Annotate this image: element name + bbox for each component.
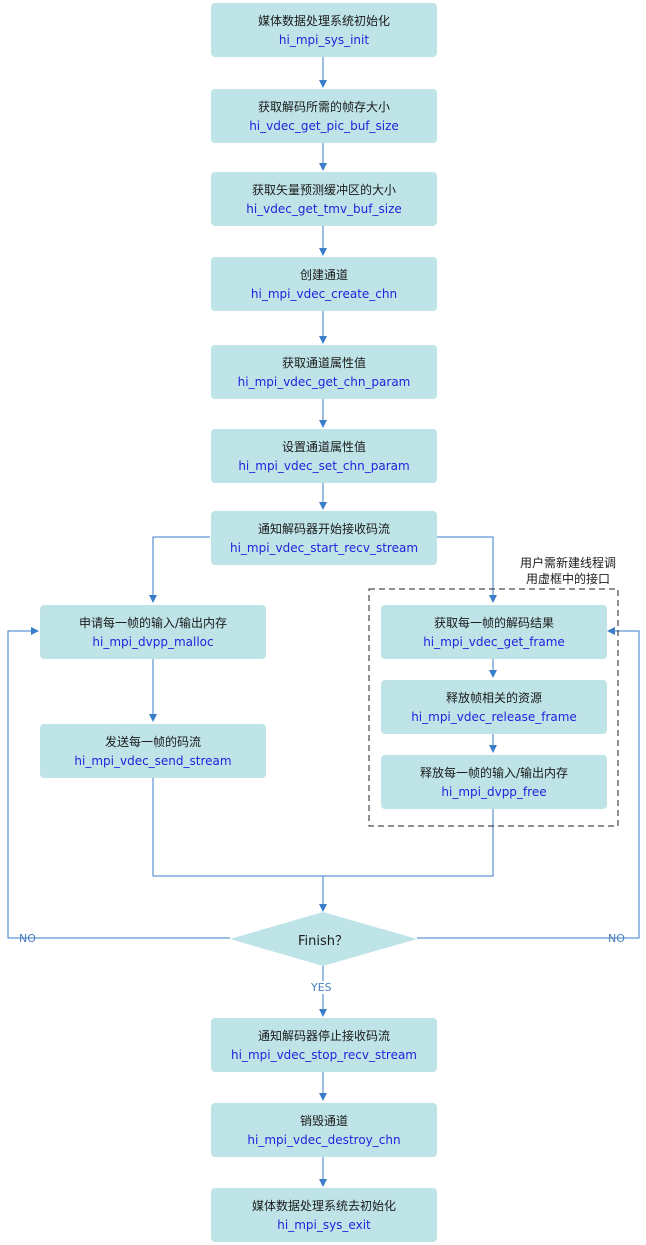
step-sys-exit-cn: 媒体数据处理系统去初始化	[251, 1198, 396, 1213]
arrow-start-to-malloc	[149, 536, 210, 603]
arrow-no-left-loop	[7, 627, 230, 939]
arrow-start-to-getframe	[437, 536, 497, 603]
step-set-chn-param-api: hi_mpi_vdec_set_chn_param	[238, 458, 410, 473]
step-create-chn: 创建通道 hi_mpi_vdec_create_chn	[211, 257, 437, 311]
step-set-chn-param-cn: 设置通道属性值	[281, 439, 366, 454]
finish-decision-label: Finish？	[297, 934, 348, 949]
step-release-frame: 释放帧相关的资源 hi_mpi_vdec_release_frame	[381, 680, 607, 734]
thread-note: 用户需新建线程调 用虚框中的接口	[498, 555, 638, 587]
step-create-chn-api: hi_mpi_vdec_create_chn	[250, 286, 398, 301]
step-get-chn-param: 获取通道属性值 hi_mpi_vdec_get_chn_param	[211, 345, 437, 399]
step-sys-init-cn: 媒体数据处理系统初始化	[257, 13, 390, 28]
step-get-tmv-buf-api: hi_vdec_get_tmv_buf_size	[246, 201, 402, 216]
step-get-frame: 获取每一帧的解码结果 hi_mpi_vdec_get_frame	[381, 605, 607, 659]
step-start-recv: 通知解码器开始接收码流 hi_mpi_vdec_start_recv_strea…	[211, 511, 437, 565]
thread-note-line1: 用户需新建线程调	[519, 556, 616, 570]
step-get-frame-cn: 获取每一帧的解码结果	[433, 615, 554, 630]
step-dvpp-malloc-api: hi_mpi_dvpp_malloc	[92, 634, 214, 649]
step-sys-exit: 媒体数据处理系统去初始化 hi_mpi_sys_exit	[211, 1188, 437, 1242]
step-get-chn-param-cn: 获取通道属性值	[281, 355, 366, 370]
step-dvpp-free-cn: 释放每一帧的输入/输出内存	[419, 765, 569, 780]
arrow-no-right-loop	[417, 627, 640, 939]
step-get-pic-buf-api: hi_vdec_get_pic_buf_size	[249, 118, 399, 133]
step-get-tmv-buf-cn: 获取矢量预测缓冲区的大小	[251, 182, 396, 197]
thread-note-line2: 用虚框中的接口	[525, 572, 610, 586]
step-destroy-chn-cn: 销毁通道	[299, 1113, 348, 1128]
step-get-chn-param-api: hi_mpi_vdec_get_chn_param	[237, 374, 411, 389]
step-dvpp-free: 释放每一帧的输入/输出内存 hi_mpi_dvpp_free	[381, 755, 607, 809]
step-destroy-chn-api: hi_mpi_vdec_destroy_chn	[247, 1132, 401, 1147]
step-start-recv-cn: 通知解码器开始接收码流	[257, 521, 390, 536]
step-send-stream: 发送每一帧的码流 hi_mpi_vdec_send_stream	[40, 724, 266, 778]
step-dvpp-free-api: hi_mpi_dvpp_free	[441, 784, 547, 799]
step-get-pic-buf: 获取解码所需的帧存大小 hi_vdec_get_pic_buf_size	[211, 89, 437, 143]
step-dvpp-malloc-cn: 申请每一帧的输入/输出内存	[78, 615, 228, 630]
step-release-frame-cn: 释放帧相关的资源	[445, 690, 542, 705]
step-set-chn-param: 设置通道属性值 hi_mpi_vdec_set_chn_param	[211, 429, 437, 483]
step-send-stream-api: hi_mpi_vdec_send_stream	[74, 753, 232, 768]
step-stop-recv: 通知解码器停止接收码流 hi_mpi_vdec_stop_recv_stream	[211, 1018, 437, 1072]
no-right-label: NO	[608, 932, 625, 945]
step-get-frame-api: hi_mpi_vdec_get_frame	[423, 634, 565, 649]
finish-decision-diamond	[230, 912, 417, 966]
step-create-chn-cn: 创建通道	[299, 267, 348, 282]
step-get-pic-buf-cn: 获取解码所需的帧存大小	[257, 99, 390, 114]
step-stop-recv-cn: 通知解码器停止接收码流	[257, 1028, 390, 1043]
step-start-recv-api: hi_mpi_vdec_start_recv_stream	[229, 540, 419, 555]
step-sys-init-api: hi_mpi_sys_init	[278, 32, 370, 47]
step-stop-recv-api: hi_mpi_vdec_stop_recv_stream	[231, 1047, 417, 1062]
step-destroy-chn: 销毁通道 hi_mpi_vdec_destroy_chn	[211, 1103, 437, 1157]
step-sys-exit-api: hi_mpi_sys_exit	[277, 1217, 371, 1232]
yes-label: YES	[309, 981, 334, 994]
step-sys-init: 媒体数据处理系统初始化 hi_mpi_sys_init	[211, 3, 437, 57]
step-dvpp-malloc: 申请每一帧的输入/输出内存 hi_mpi_dvpp_malloc	[40, 605, 266, 659]
thread-dashed-region	[368, 588, 619, 827]
step-release-frame-api: hi_mpi_vdec_release_frame	[411, 709, 577, 724]
step-get-tmv-buf: 获取矢量预测缓冲区的大小 hi_vdec_get_tmv_buf_size	[211, 172, 437, 226]
no-left-label: NO	[19, 932, 36, 945]
step-send-stream-cn: 发送每一帧的码流	[104, 734, 201, 749]
